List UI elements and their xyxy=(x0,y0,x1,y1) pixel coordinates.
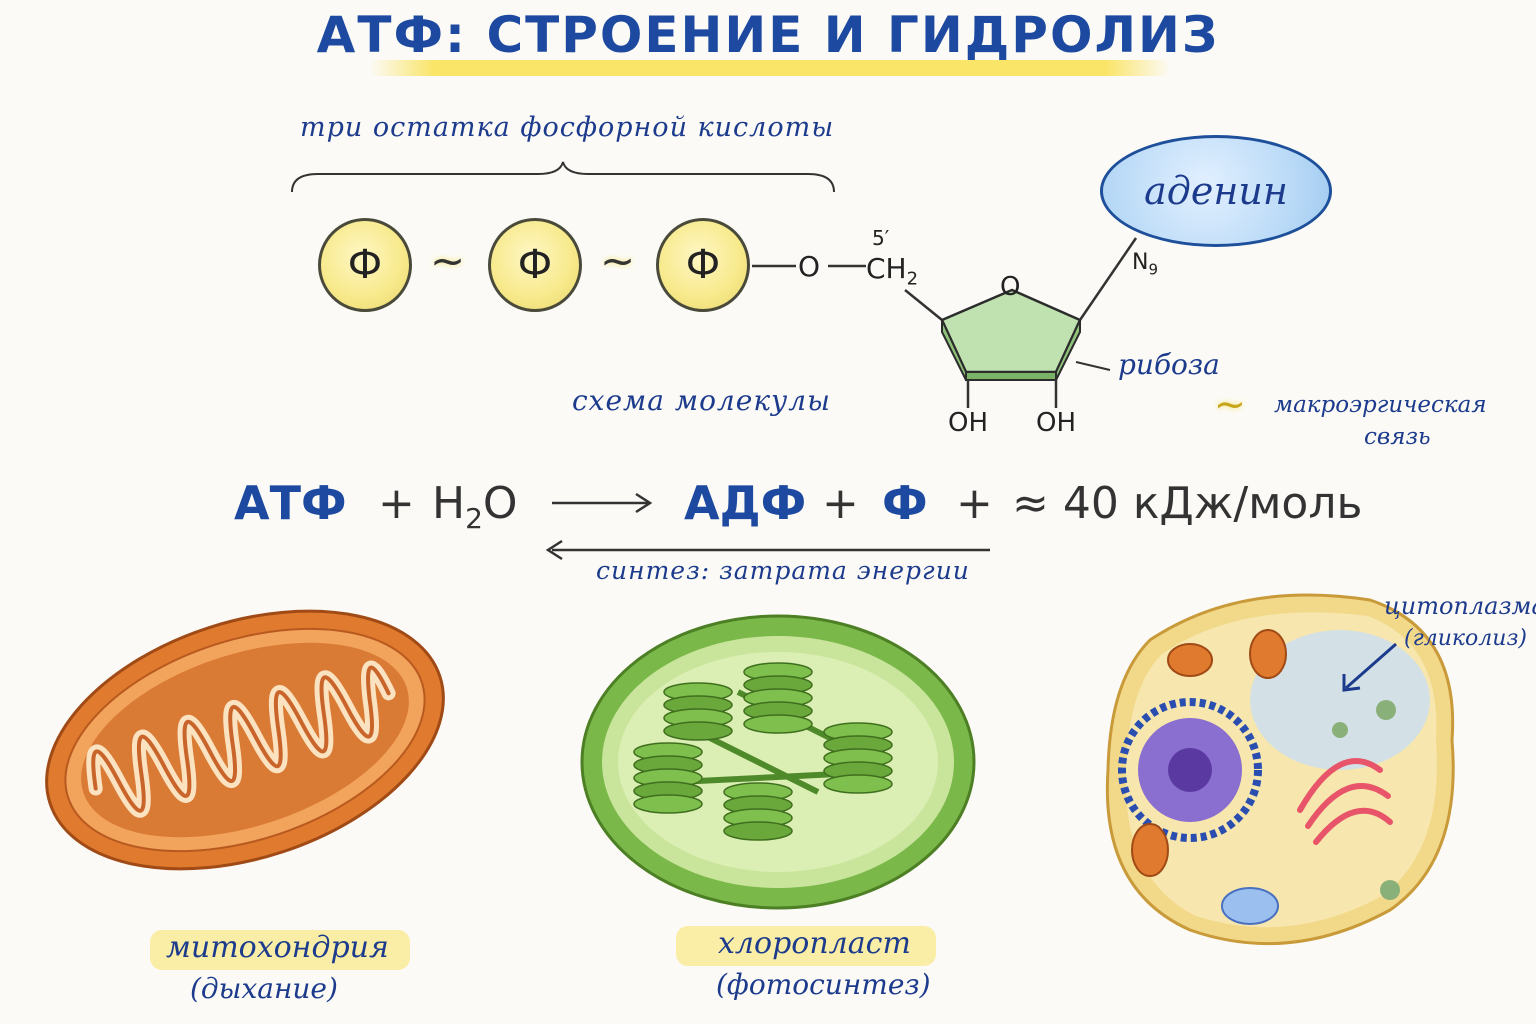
mitochondrion-illustration xyxy=(45,609,445,871)
thylakoid-disc xyxy=(823,774,893,794)
chloro-highlight xyxy=(676,926,936,966)
adenine-ellipse: аденин xyxy=(1100,135,1332,247)
phosphate-label: три остатка фосфорной кислоты xyxy=(300,112,835,143)
n9-subscript: 9 xyxy=(1148,260,1159,279)
mito-highlight xyxy=(150,930,410,970)
cell-illustration xyxy=(1105,593,1455,946)
phosphate-3: Ф xyxy=(656,218,750,312)
reverse-arrow xyxy=(545,539,990,561)
ch2-group: CH2 xyxy=(866,252,918,290)
n9-label: N9 xyxy=(1132,250,1158,278)
title-highlight xyxy=(370,60,1170,76)
chloroplast-function: (фотосинтез) xyxy=(716,968,931,1001)
adenine-label: аденин xyxy=(1144,169,1288,213)
equation-plus-3: + xyxy=(956,478,993,529)
thylakoid-disc xyxy=(633,794,703,814)
ribose-label: рибоза xyxy=(1118,348,1220,381)
water-subscript: 2 xyxy=(465,501,483,535)
thylakoid-disc xyxy=(723,821,793,841)
phosphate-1: Ф xyxy=(318,218,412,312)
bond-legend-line1: макроэргическая xyxy=(1274,392,1487,418)
bond-legend-icon: ~ xyxy=(1214,382,1246,426)
mitochondrion-function: (дыхание) xyxy=(190,972,338,1005)
equation-energy: ≈ 40 кДж/моль xyxy=(1012,478,1363,529)
equation-phosphate: Ф xyxy=(882,476,928,530)
equation-atp: АТФ xyxy=(234,476,347,530)
oxygen-atom: O xyxy=(798,250,821,283)
forward-arrow xyxy=(552,492,653,514)
oh-right: OH xyxy=(1036,408,1077,438)
thylakoid-disc xyxy=(663,721,733,741)
cytoplasm-pointer xyxy=(1342,642,1397,692)
ch2-subscript: 2 xyxy=(906,268,919,290)
equation-water: H2O xyxy=(432,478,518,535)
page-title: АТФ: СТРОЕНИЕ И ГИДРОЛИЗ xyxy=(316,6,1220,64)
phosphate-2: Ф xyxy=(488,218,582,312)
ch2-text: CH xyxy=(866,252,907,285)
macroergic-bond-1: ~ xyxy=(430,236,466,285)
cytoplasm-label: цитоплазма xyxy=(1384,592,1536,620)
equation-adp: АДФ xyxy=(684,476,807,530)
ring-oxygen: O xyxy=(1000,272,1021,302)
grana-stacks xyxy=(633,662,893,841)
mitochondrion-label: митохондрия xyxy=(166,930,389,965)
phosphate-brace xyxy=(291,161,835,193)
chloroplast-label: хлоропласт xyxy=(718,926,911,961)
scheme-label: схема молекулы xyxy=(572,384,831,417)
water-o: O xyxy=(482,478,518,529)
carbon-5-prime: 5′ xyxy=(872,226,890,250)
bond-legend-line2: связь xyxy=(1364,424,1431,450)
water-h: H xyxy=(432,478,466,529)
synthesis-label: синтез: затрата энергии xyxy=(596,556,970,585)
n9-text: N xyxy=(1132,250,1149,275)
oh-left: OH xyxy=(948,408,989,438)
chloroplast-illustration xyxy=(580,614,976,910)
equation-plus-1: + xyxy=(378,478,415,529)
cytoplasm-function: (гликолиз) xyxy=(1404,626,1528,651)
thylakoid-disc xyxy=(743,714,813,734)
equation-plus-2: + xyxy=(822,478,859,529)
macroergic-bond-2: ~ xyxy=(600,236,636,285)
